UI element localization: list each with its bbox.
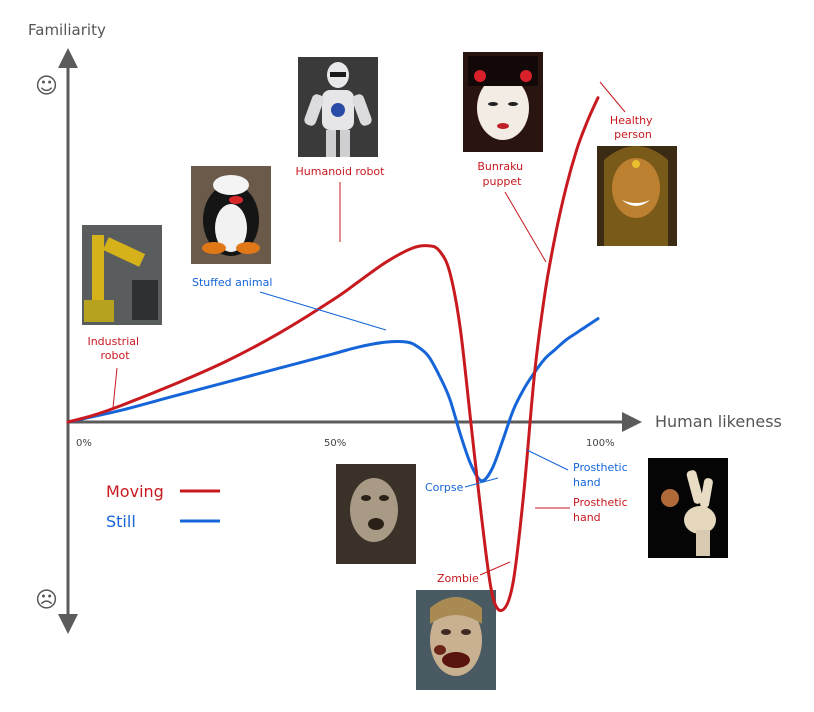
humanoid-robot-image: [298, 57, 378, 157]
leader-industrial-robot: [112, 367, 118, 409]
x-tick-label-0: 0%: [76, 438, 92, 449]
y-axis-arrow-up: [58, 48, 78, 68]
leader-healthy-person: [599, 81, 626, 113]
annotation-prosthetic-hand-moving: Prosthetic hand: [573, 496, 631, 524]
x-axis-label: Human likeness: [655, 412, 782, 431]
bunraku-puppet-image: [463, 52, 543, 152]
y-axis-arrow-down: [58, 614, 78, 634]
stuffed-animal-image: [191, 166, 271, 264]
corpse-image: [336, 464, 416, 564]
legend-label-moving: Moving: [106, 482, 164, 501]
series-line-still: [66, 317, 600, 483]
legend-label-still: Still: [106, 512, 136, 531]
leader-bunraku-puppet: [504, 191, 547, 263]
annotation-bunraku-puppet: Bunraku puppet: [477, 160, 526, 188]
x-tick-label-100: 100%: [586, 438, 615, 449]
x-axis-arrow: [622, 412, 642, 432]
annotation-healthy-person: Healthy person: [610, 114, 656, 141]
leader-corpse: [464, 477, 499, 488]
industrial-robot-image: [82, 225, 162, 325]
annotation-stuffed-animal: Stuffed animal: [192, 276, 272, 289]
annotation-prosthetic-hand-still: Prosthetic hand: [573, 461, 631, 489]
leader-prosthetic-hand-blue: [526, 449, 569, 471]
annotation-industrial-robot: Industrial robot: [87, 335, 142, 362]
smiley-face-icon: ☺: [35, 74, 58, 99]
annotation-humanoid-robot: Humanoid robot: [296, 165, 386, 178]
healthy-person-image: [597, 146, 677, 246]
annotation-zombie: Zombie: [437, 572, 479, 585]
legend: Moving Still: [106, 482, 220, 531]
x-tick-label-50: 50%: [324, 438, 346, 449]
series-line-moving: [66, 96, 600, 613]
annotation-corpse: Corpse: [425, 481, 464, 494]
frowning-face-icon: ☹: [35, 588, 58, 613]
y-axis-label: Familiarity: [28, 21, 106, 39]
leader-stuffed-animal: [259, 291, 387, 331]
prosthetic-hand-image: [648, 458, 728, 558]
zombie-image: [416, 590, 496, 690]
leader-zombie: [479, 561, 511, 576]
